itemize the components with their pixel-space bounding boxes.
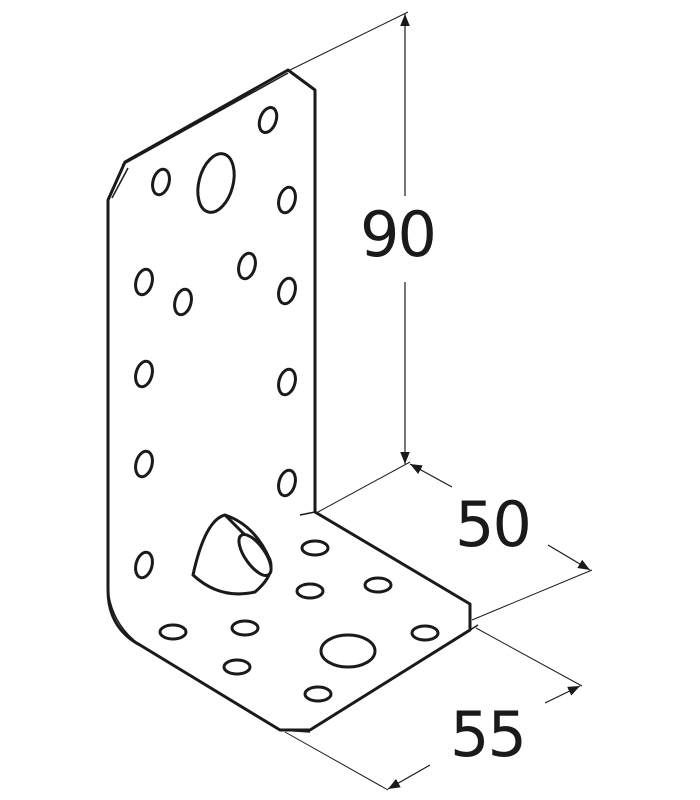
dimension-depth-label: 50 — [455, 488, 532, 561]
dim-line-width — [544, 685, 581, 704]
dim-line-depth — [409, 463, 453, 488]
holes — [134, 105, 440, 703]
dimension-lines — [387, 13, 591, 790]
bend-line — [107, 589, 141, 646]
dimension-width-label: 55 — [450, 698, 527, 771]
dimension-height-label: 90 — [360, 198, 437, 271]
extension-lines — [284, 11, 593, 791]
stiffening-rib — [191, 513, 273, 596]
